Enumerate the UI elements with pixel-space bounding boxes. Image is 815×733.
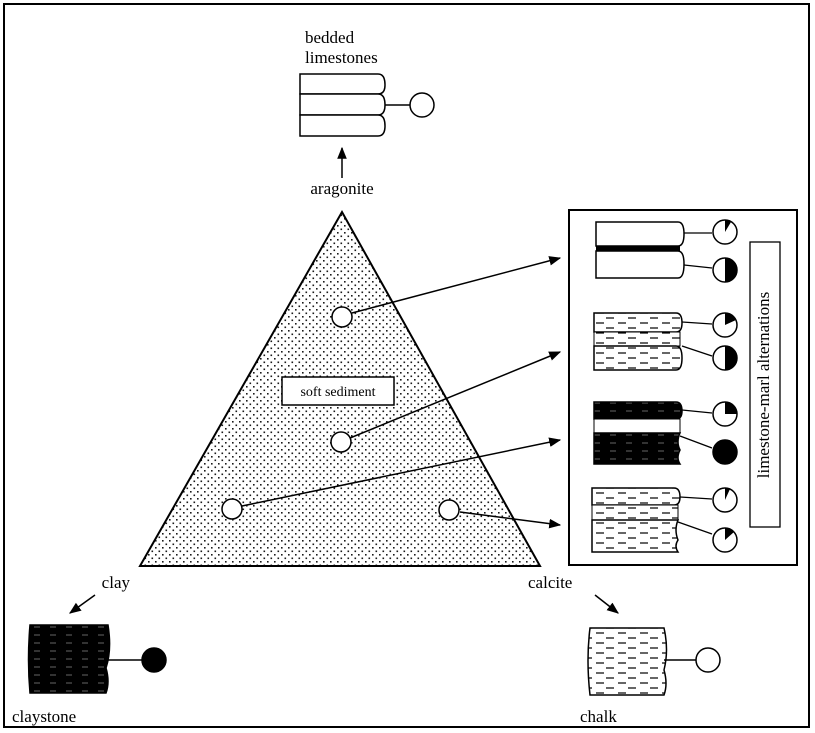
circle-icon [142,648,166,672]
clay-label: clay [102,573,131,592]
chalk-block [588,628,720,695]
panel-title: limestone-marl alternations [754,292,773,478]
sample-point [439,500,459,520]
soft-sediment-label: soft sediment [300,385,375,400]
aragonite-label: aragonite [310,179,373,198]
calcite-label: calcite [528,573,572,592]
circle-icon [696,648,720,672]
pie-icon [713,440,737,464]
sample-point [222,499,242,519]
bedded-label: bedded [305,28,355,47]
claystone-block [29,625,167,693]
claystone-label: claystone [12,707,76,726]
sample-point [332,307,352,327]
limestones-label: limestones [305,48,378,67]
arrow-icon [595,595,618,613]
circle-icon [410,93,434,117]
chalk-label: chalk [580,707,617,726]
bedded-limestones-block [300,74,434,136]
arrow-icon [70,595,95,613]
sample-point [331,432,351,452]
